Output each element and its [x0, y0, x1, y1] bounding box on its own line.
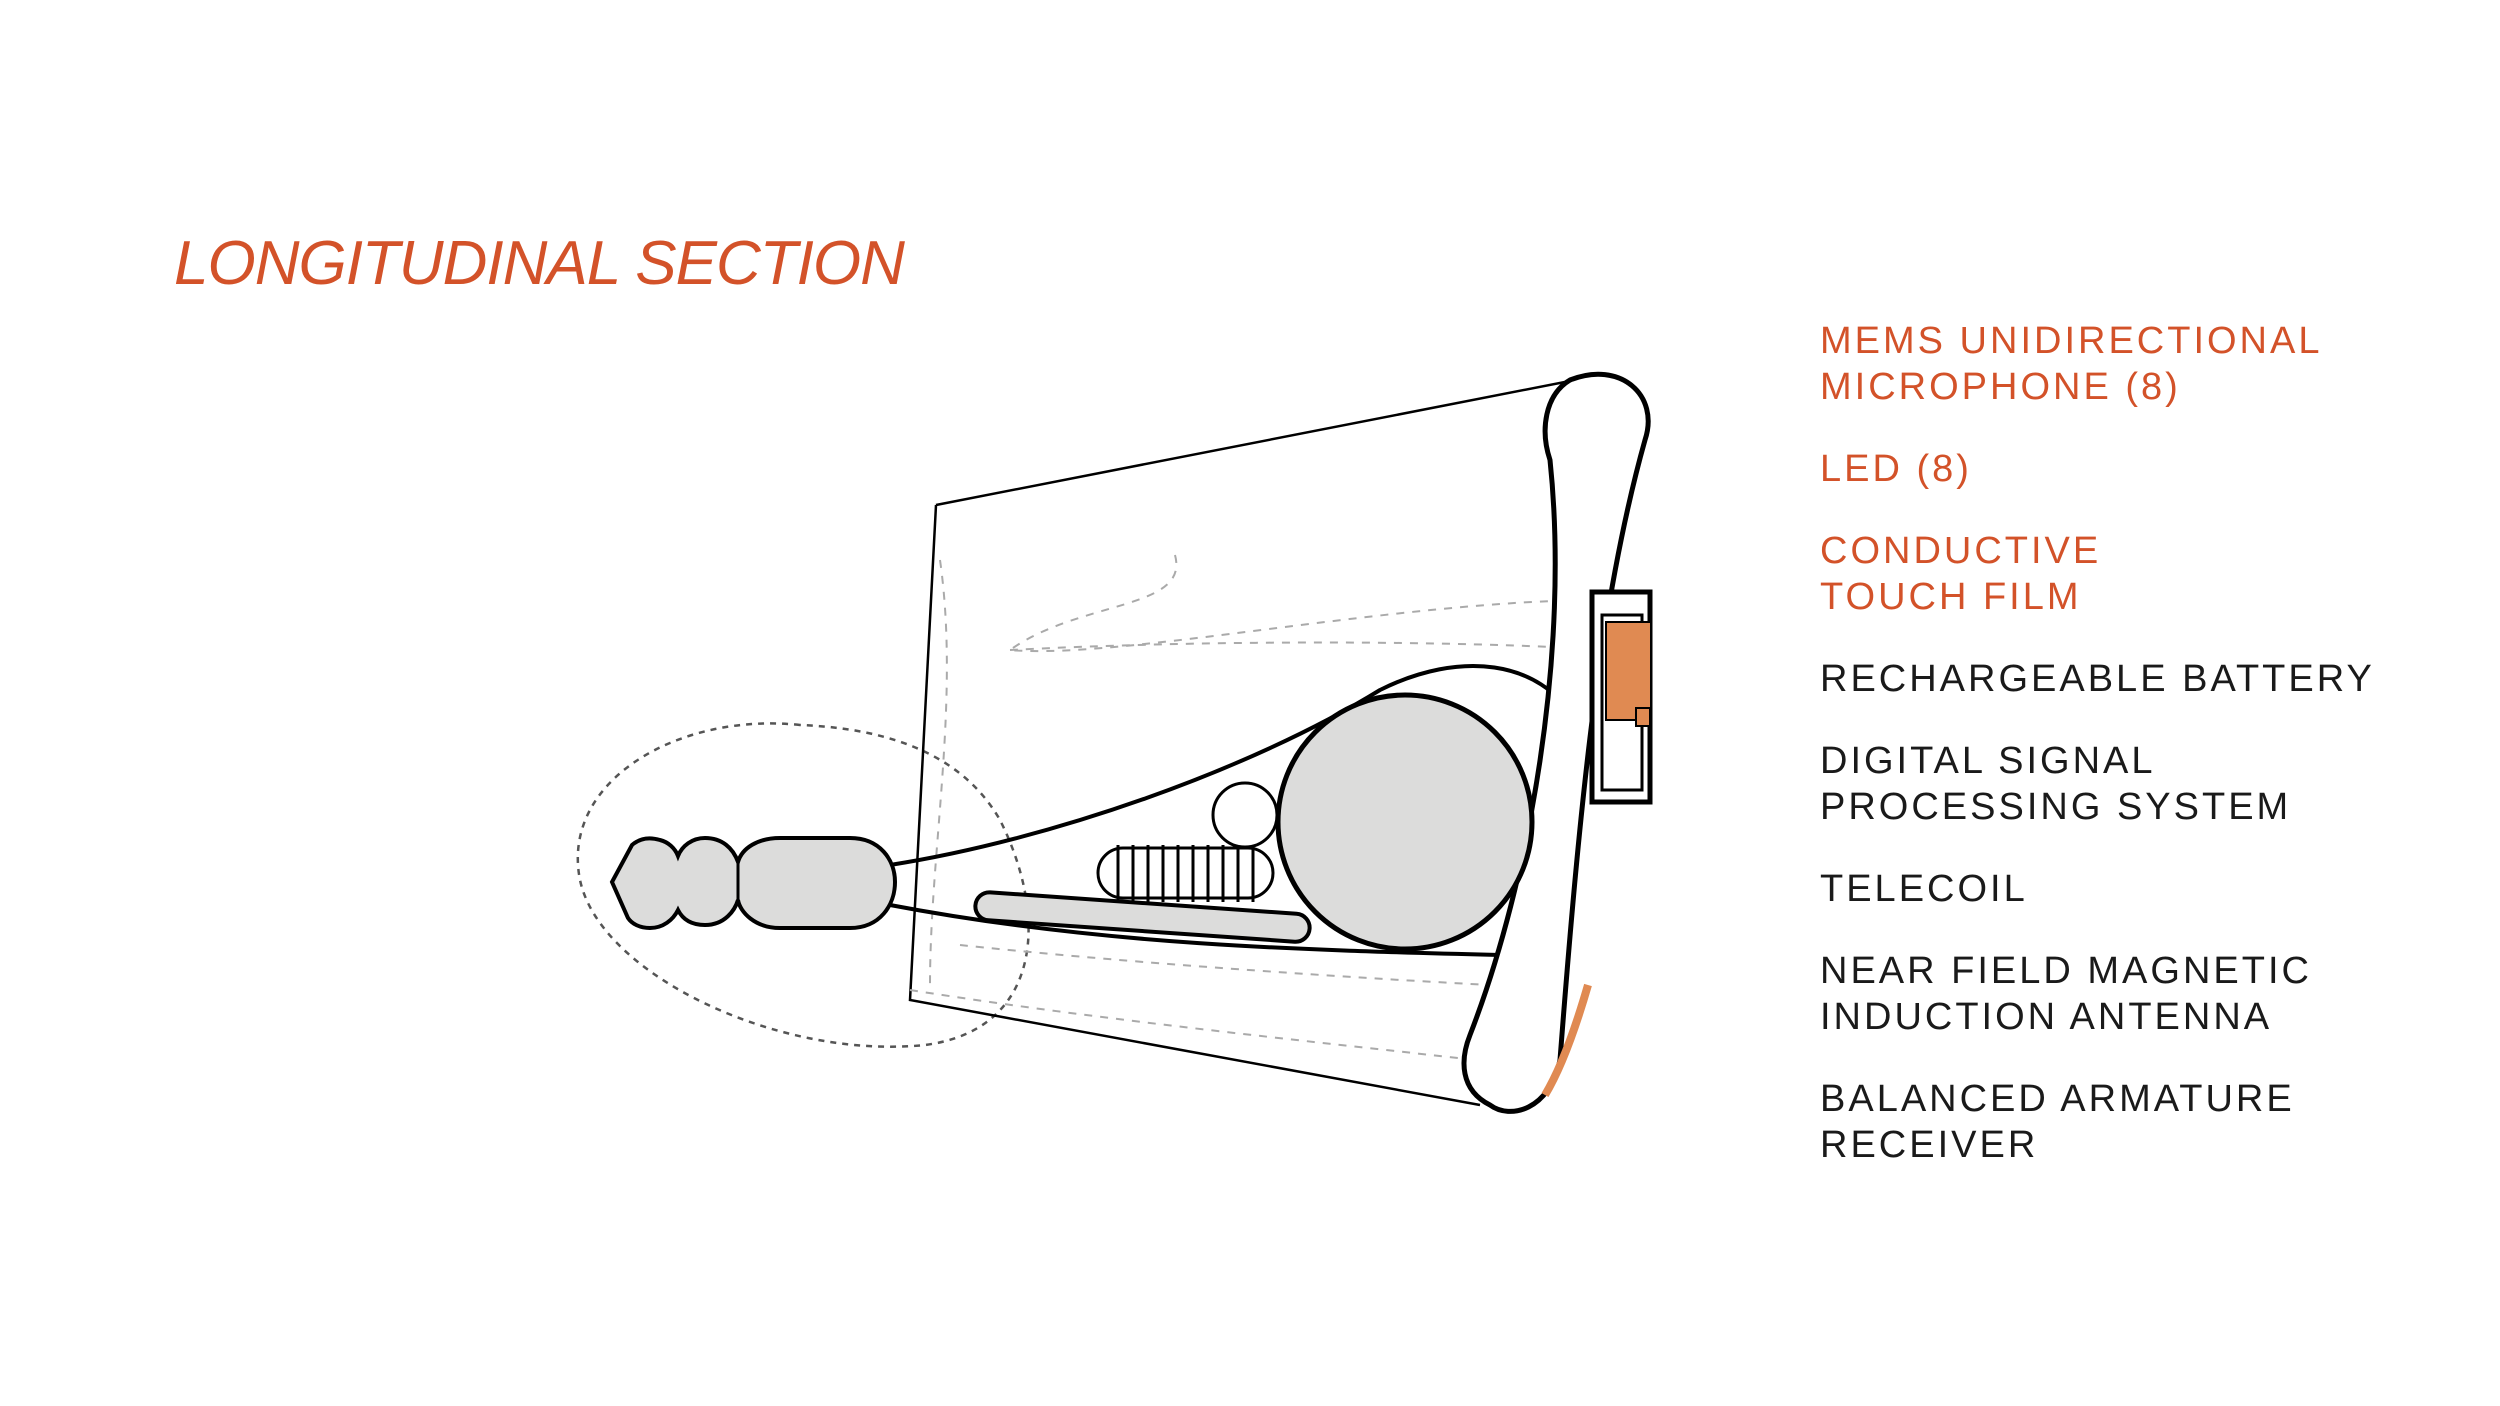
microphone-port	[1211, 781, 1279, 849]
legend-item: TELECOIL	[1820, 866, 2480, 912]
legend-item-line: BALANCED ARMATURE	[1820, 1078, 2295, 1120]
legend-item-line: PROCESSING SYSTEM	[1820, 786, 2292, 828]
legend-item-line: RECHARGEABLE BATTERY	[1820, 658, 2375, 700]
legend-item-line: TELECOIL	[1820, 868, 2028, 910]
interior-dashed-guides	[909, 554, 1611, 1061]
conductive-touch-film	[1605, 621, 1652, 721]
touch-film-strip	[1541, 983, 1592, 1098]
nfmi-antenna	[973, 890, 1312, 944]
faceplate	[1461, 371, 1651, 1114]
legend-item-line: MICROPHONE (8)	[1820, 366, 2181, 408]
legend-item-line: MEMS UNIDIRECTIONAL	[1820, 320, 2323, 362]
legend-item: RECHARGEABLE BATTERY	[1820, 656, 2480, 702]
legend-item-line: LED (8)	[1820, 448, 1972, 490]
receiver-body	[609, 835, 898, 931]
legend-item-line: NEAR FIELD MAGNETIC	[1820, 950, 2312, 992]
rechargeable-battery	[1275, 692, 1535, 952]
legend-item-line: TOUCH FILM	[1820, 576, 2082, 618]
section-title: LONGITUDINAL SECTION	[174, 229, 905, 298]
legend-item: LED (8)	[1820, 446, 2480, 492]
legend-item-line: DIGITAL SIGNAL	[1820, 740, 2156, 782]
housing-shell	[908, 378, 1576, 1107]
legend-item-line: CONDUCTIVE	[1820, 530, 2102, 572]
legend-item-line: INDUCTION ANTENNA	[1820, 996, 2273, 1038]
telecoil	[1096, 845, 1275, 902]
ear-tip-dashed-outline	[576, 722, 1030, 1048]
legend-item-line: RECEIVER	[1820, 1124, 2039, 1166]
led-mark	[1635, 707, 1651, 727]
